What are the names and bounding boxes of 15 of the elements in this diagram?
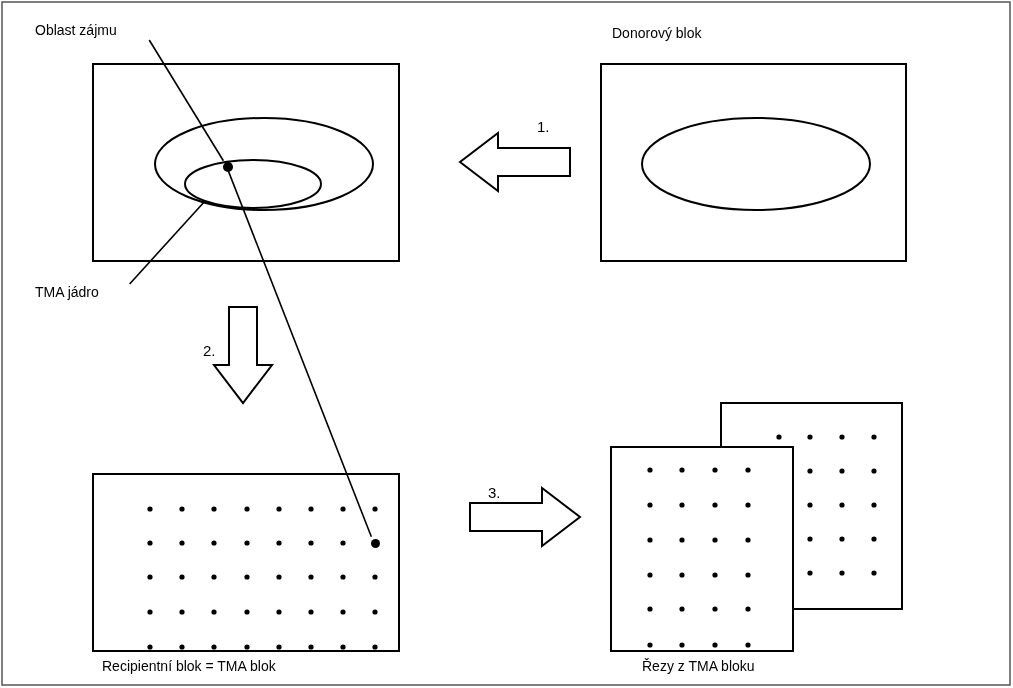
block-arrow [469,485,582,549]
block-arrow [211,306,275,405]
block-arrow [458,130,571,194]
step-number: 2. [203,343,216,359]
leader-line [128,199,207,285]
step-number: 1. [537,119,550,135]
callout-label: Oblast zájmu [35,22,117,38]
block-caption: Recipientní blok = TMA blok [102,658,276,674]
callout-label: TMA jádro [35,284,99,300]
leader-line [227,168,373,538]
block-heading: Donorový blok [612,25,702,41]
block-caption: Řezy z TMA bloku [642,658,755,674]
step-number: 3. [488,485,501,501]
tissue-block [92,63,400,262]
leader-line [148,39,225,162]
